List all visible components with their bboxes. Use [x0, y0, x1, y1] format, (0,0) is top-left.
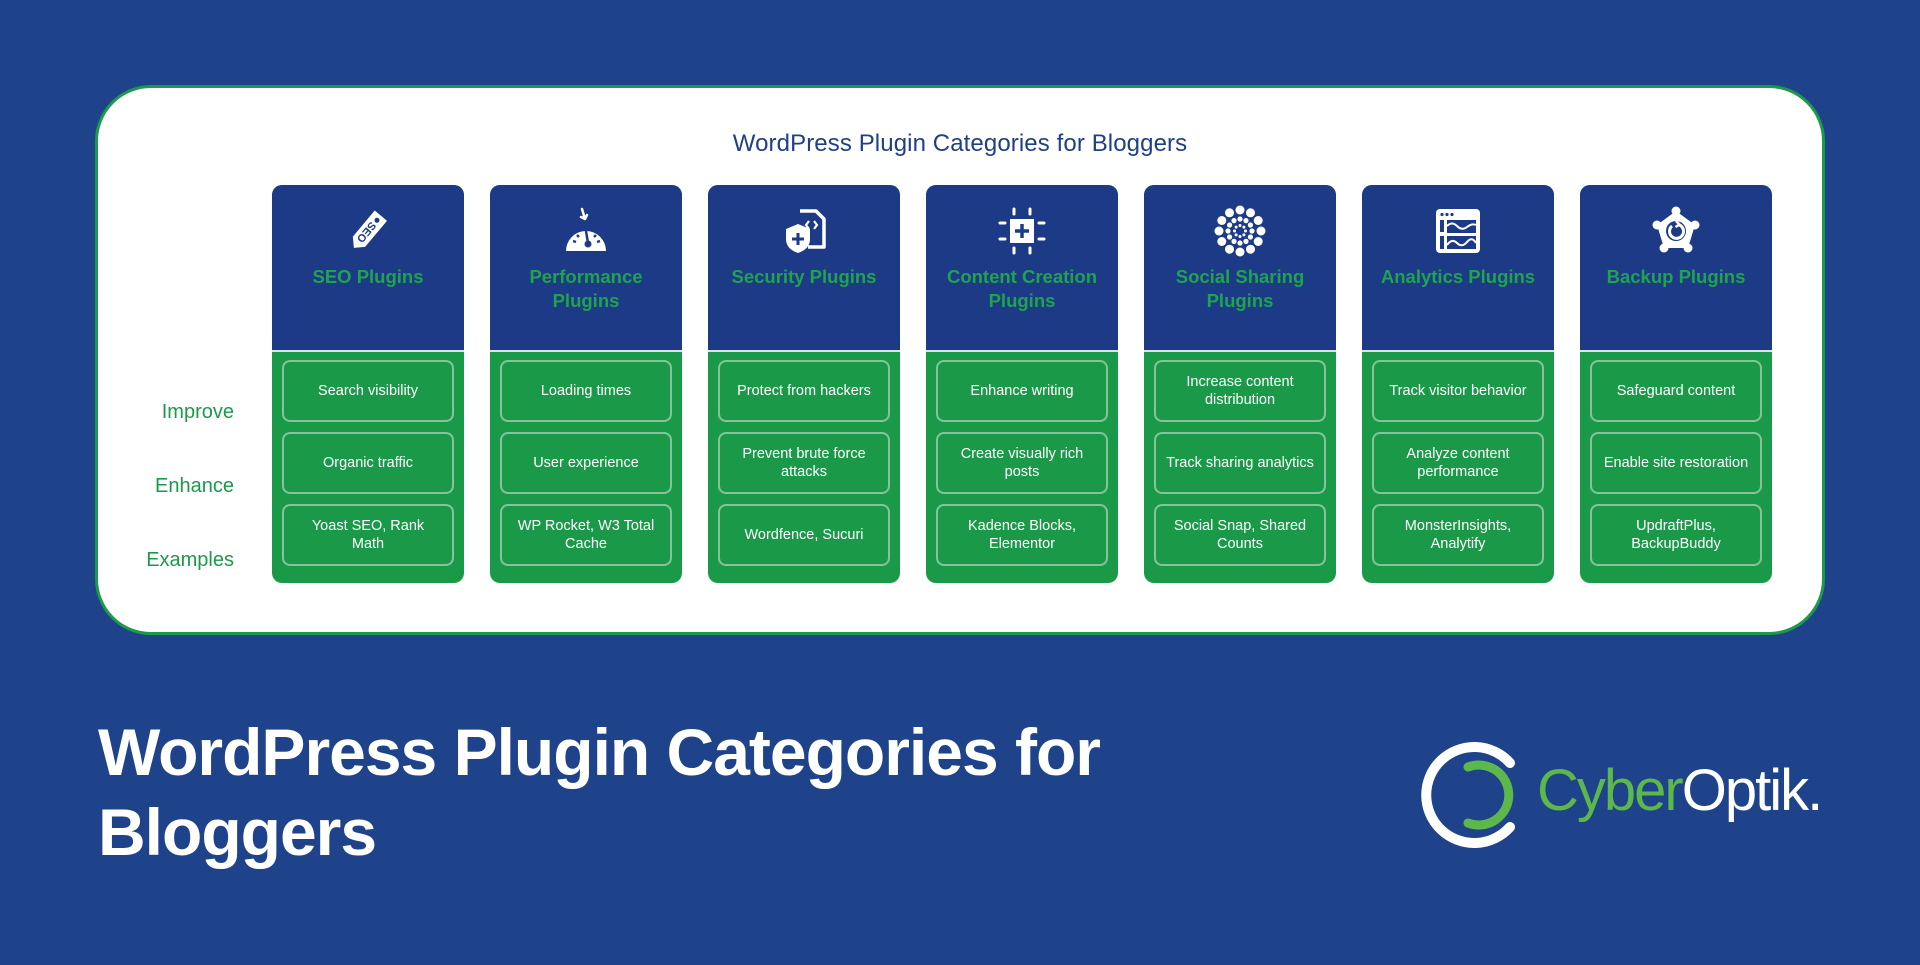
card-header: Social Sharing Plugins [1144, 185, 1336, 352]
improve-cell: Enhance writing [936, 360, 1108, 422]
card-header: Content Creation Plugins [926, 185, 1118, 352]
examples-cell: MonsterInsights, Analytify [1372, 504, 1544, 566]
logo-text-optik: Optik. [1681, 758, 1823, 823]
examples-cell: Wordfence, Sucuri [718, 504, 890, 566]
card-title: Social Sharing Plugins [1175, 266, 1305, 311]
enhance-cell: Analyze content performance [1372, 432, 1544, 494]
card-title: Content Creation Plugins [946, 266, 1098, 311]
seo-tag-icon: SEO [352, 210, 387, 248]
row-label-examples: Examples [146, 549, 234, 571]
enhance-cell: Enable site restoration [1590, 432, 1762, 494]
card-title: Analytics Plugins [1380, 266, 1536, 287]
examples-cell: Social Snap, Shared Counts [1154, 504, 1326, 566]
card-header: SEO SEO Plugins [272, 185, 464, 352]
card-header: Performance Plugins [490, 185, 682, 352]
card-header: Backup Plugins [1580, 185, 1772, 352]
card-title: Security Plugins [731, 266, 877, 287]
card-title: Performance Plugins [529, 266, 643, 311]
card-header: Analytics Plugins [1362, 185, 1554, 352]
footer-title: WordPress Plugin Categories for Bloggers [98, 715, 1101, 869]
improve-cell: Track visitor behavior [1372, 360, 1544, 422]
examples-cell: WP Rocket, W3 Total Cache [500, 504, 672, 566]
restore-network-icon [1652, 206, 1700, 253]
improve-cell: Protect from hackers [718, 360, 890, 422]
row-label-enhance: Enhance [155, 475, 234, 497]
category-card-security: Security Plugins Protect from hackers Pr… [708, 185, 900, 583]
enhance-cell: Create visually rich posts [936, 432, 1108, 494]
enhance-cell: Track sharing analytics [1154, 432, 1326, 494]
category-card-social-sharing: Social Sharing Plugins Increase content … [1144, 185, 1336, 583]
improve-cell: Loading times [500, 360, 672, 422]
enhance-cell: Prevent brute force attacks [718, 432, 890, 494]
category-card-seo: SEO SEO Plugins Search visibility Organi… [272, 185, 464, 583]
improve-cell: Safeguard content [1590, 360, 1762, 422]
improve-cell: Increase content distribution [1154, 360, 1326, 422]
card-header: Security Plugins [708, 185, 900, 352]
dots-circle-icon [1214, 205, 1266, 257]
speedometer-icon [566, 207, 606, 251]
examples-cell: UpdraftPlus, BackupBuddy [1590, 504, 1762, 566]
improve-cell: Search visibility [282, 360, 454, 422]
panel-title: WordPress Plugin Categories for Bloggers [732, 130, 1188, 157]
cyberoptik-logo: CyberOptik. [1412, 735, 1832, 855]
category-card-analytics: Analytics Plugins Track visitor behavior… [1362, 185, 1554, 583]
add-block-icon [998, 207, 1046, 255]
examples-cell: Kadence Blocks, Elementor [936, 504, 1108, 566]
enhance-cell: User experience [500, 432, 672, 494]
shield-code-icon [786, 209, 826, 253]
enhance-cell: Organic traffic [282, 432, 454, 494]
examples-cell: Yoast SEO, Rank Math [282, 504, 454, 566]
category-card-backup: Backup Plugins Safeguard content Enable … [1580, 185, 1772, 583]
card-title: Backup Plugins [1606, 266, 1746, 287]
category-card-performance: Performance Plugins Loading times User e… [490, 185, 682, 583]
card-title: SEO Plugins [312, 266, 424, 287]
category-card-content-creation: Content Creation Plugins Enhance writing… [926, 185, 1118, 583]
logo-text: CyberOptik. [1537, 751, 1823, 831]
logo-rings-icon [1421, 742, 1515, 848]
row-label-improve: Improve [161, 401, 234, 423]
infographic-panel: WordPress Plugin Categories for Bloggers… [95, 85, 1825, 635]
chart-window-icon [1436, 209, 1480, 253]
logo-text-cyber: Cyber [1537, 758, 1684, 823]
